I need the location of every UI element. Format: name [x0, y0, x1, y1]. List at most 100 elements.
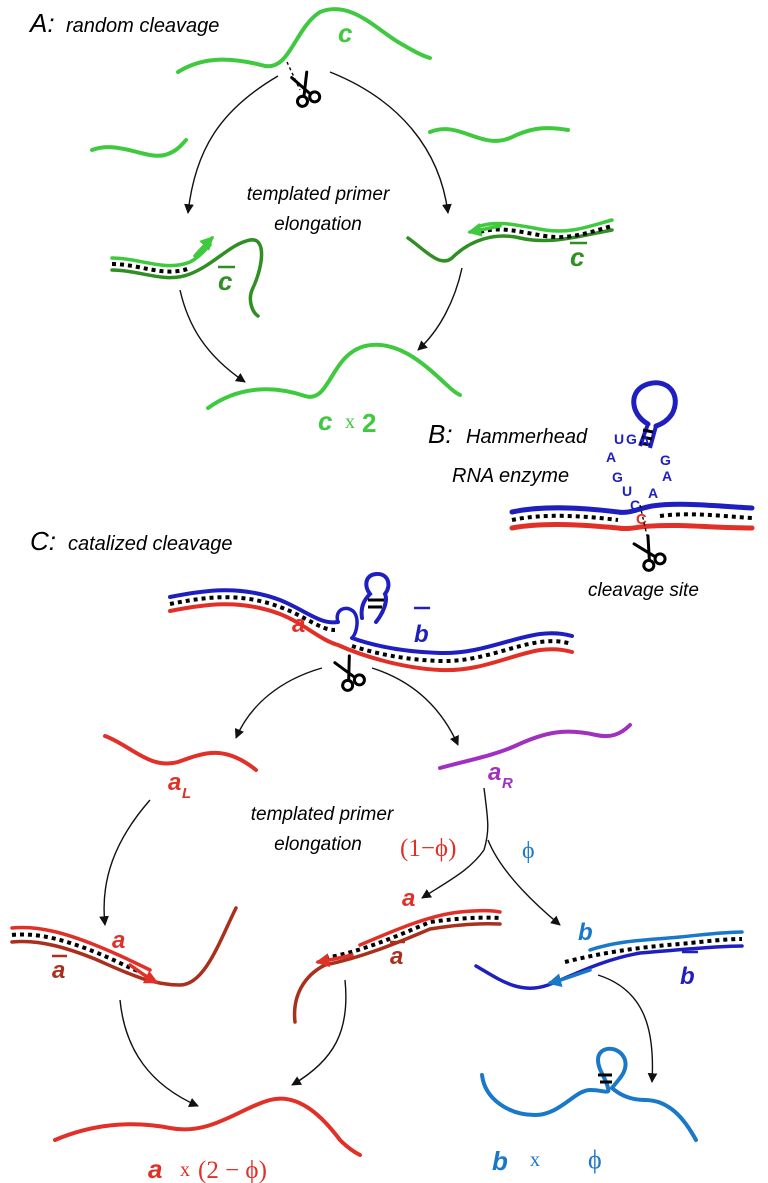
label-aR: a: [488, 759, 501, 786]
label-abar-mid-duplex: a: [390, 943, 403, 970]
cut-line-a: [286, 61, 301, 91]
nt-1: G: [626, 431, 637, 447]
arrow-c-left: [234, 667, 323, 739]
branch-right-label: ϕ: [522, 838, 535, 864]
complex-blue-bottom: [350, 631, 574, 656]
arrow-aR-stem: [483, 787, 489, 851]
process-label-c-1: templated primer: [251, 804, 394, 825]
label-times-a: x: [345, 411, 355, 433]
panel-c-title: catalized cleavage: [68, 533, 233, 555]
label-b-right-duplex: b: [578, 919, 593, 946]
strand-c-top: [176, 7, 432, 74]
duplex-c-left-complement: [10, 906, 238, 987]
primer-arrow-left-a: [193, 236, 214, 258]
process-label-a-1: templated primer: [247, 184, 390, 205]
label-abar-left-duplex: a: [52, 957, 65, 984]
strand-b-product: [480, 1046, 698, 1142]
panel-b-title-2: RNA enzyme: [452, 465, 569, 487]
label-bbar-top: b: [414, 621, 429, 648]
primer-arrow-c-mid: [315, 953, 354, 968]
branch-left-label: (1−ϕ): [400, 835, 456, 862]
label-a-product: a: [148, 1154, 162, 1183]
scissors-icon-c: [330, 652, 368, 694]
arrow-aL-down: [99, 799, 151, 926]
panel-a-letter: A:: [28, 8, 55, 38]
duplex-b-blue: [509, 501, 755, 515]
primer-arrow-c-left: [128, 963, 159, 984]
complex-bulge: [335, 606, 359, 640]
complex-red-top: [168, 602, 574, 673]
label-aL-sub: L: [182, 785, 191, 802]
duplex-left-a-complement: [110, 238, 264, 318]
label-c-top: c: [338, 18, 353, 48]
process-label-c-2: elongation: [274, 834, 362, 855]
duplex-c-mid-template: [358, 908, 502, 947]
arrow-aR-right: [487, 839, 561, 926]
label-cbar-right: c: [570, 242, 585, 272]
strand-a-product: [53, 1096, 362, 1157]
nt-8: C: [630, 497, 640, 513]
duplex-b-dash: [511, 512, 753, 522]
label-a-left-duplex: a: [112, 927, 125, 954]
complex-dash-top: [169, 595, 336, 632]
scissors-icon-a: [287, 69, 323, 110]
duplex-c-mid-complement: [292, 921, 502, 1024]
strand-c-product: [206, 342, 462, 410]
arrow-a-right-product: [417, 267, 463, 351]
arrow-c-left-product: [119, 999, 199, 1107]
duplex-b-red: [509, 522, 755, 532]
duplex-left-a-dash: [111, 262, 191, 274]
label-a-top: a: [292, 611, 305, 638]
scissors-icon-b: [629, 532, 669, 574]
arrow-a-left-product: [179, 289, 246, 383]
label-bbar-right-duplex: b: [680, 963, 695, 990]
fragment-left-a: [90, 138, 188, 158]
duplex-c-right-template: [588, 930, 744, 952]
process-label-a-2: elongation: [274, 214, 362, 235]
panel-b: B: Hammerhead RNA enzyme U G A A G A G U…: [428, 380, 755, 601]
panel-c-letter: C:: [30, 526, 56, 556]
nucleotide-letters: U G A A G A G U C A: [606, 431, 672, 513]
product-b-hairpin-pairs: [598, 1073, 612, 1084]
nt-0: U: [614, 431, 624, 447]
label-aR-sub: R: [502, 775, 513, 792]
arrow-c-mid-product: [291, 979, 347, 1086]
nt-4: G: [660, 452, 671, 468]
duplex-c-left-template: [10, 925, 152, 972]
complex-dash-bottom: [351, 639, 573, 664]
label-b-product: b: [492, 1146, 508, 1176]
cleavage-caption: cleavage site: [588, 580, 699, 601]
label-aL: a: [168, 769, 181, 796]
panel-b-letter: B:: [428, 419, 453, 449]
hammerhead-loop: [631, 380, 678, 429]
duplex-left-a-template: [110, 243, 212, 268]
duplex-right-a-template: [478, 218, 614, 233]
duplex-c-right-complement: [474, 944, 744, 990]
label-count-a-product: (2 − ϕ): [198, 1157, 267, 1183]
duplex-right-a-dash: [479, 224, 613, 240]
fragment-right-a: [428, 126, 570, 143]
fragment-aR: [438, 723, 632, 770]
nt-7: U: [622, 483, 632, 499]
arrow-a-right-down: [329, 71, 452, 214]
nt-2: A: [606, 449, 616, 465]
fragment-aL: [103, 734, 258, 772]
label-count-a: 2: [362, 408, 376, 438]
complex-hairpin-pairs: [368, 598, 384, 609]
hammerhead-stem-pairs: [639, 428, 654, 447]
panel-b-title-1: Hammerhead: [466, 426, 588, 448]
arrow-c-right-product: [597, 974, 658, 1083]
duplex-c-right-dash: [564, 937, 743, 964]
label-cbar-left: c: [218, 266, 233, 296]
nt-9: A: [648, 485, 658, 501]
nt-6: G: [612, 469, 623, 485]
panel-a: A: random cleavage c templated primer el…: [28, 7, 614, 438]
label-count-b-product: ϕ: [588, 1145, 602, 1174]
primer-arrow-right-a: [467, 222, 502, 237]
primer-arrow-c-right: [547, 968, 592, 988]
nt-cleavage: C: [636, 511, 647, 528]
complex-blue-top: [168, 588, 340, 625]
nt-5: A: [662, 468, 672, 484]
label-times-b-product: x: [530, 1149, 540, 1171]
